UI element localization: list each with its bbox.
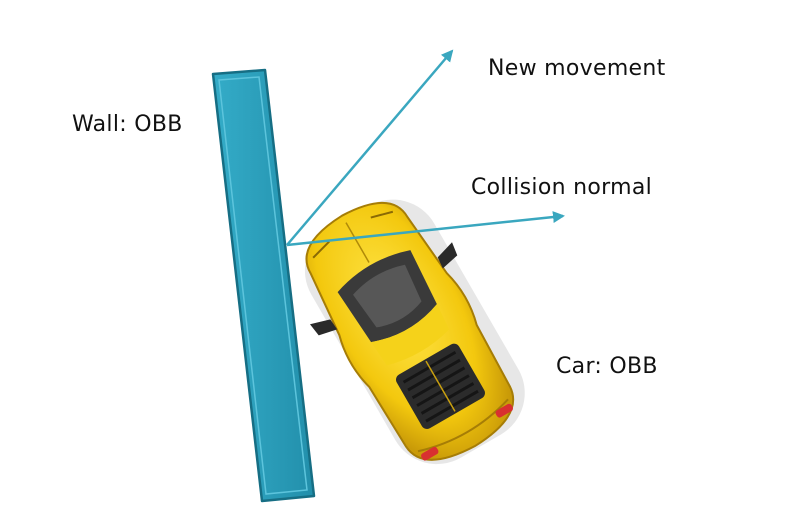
collision-normal-label: Collision normal	[471, 175, 653, 200]
wall-label: Wall: OBB	[72, 112, 183, 137]
car-obb	[304, 199, 525, 465]
car-label: Car: OBB	[556, 354, 658, 379]
new-movement-arrow	[286, 49, 454, 246]
new-movement-label: New movement	[488, 56, 666, 81]
collision-normal-arrow	[286, 211, 565, 247]
wall-obb	[211, 68, 316, 503]
